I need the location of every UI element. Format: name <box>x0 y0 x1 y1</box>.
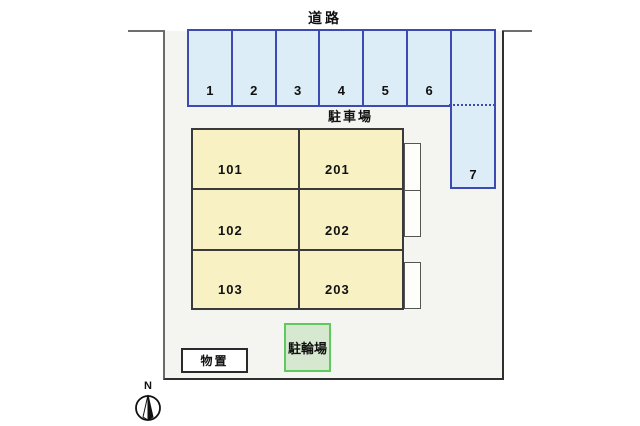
balcony-lower <box>404 262 421 309</box>
parking-space-label: 1 <box>206 83 214 98</box>
building-column-divider <box>298 130 300 308</box>
parking-space-3: 3 <box>277 31 321 105</box>
unit-label: 103 <box>218 282 243 297</box>
unit-203: 203 <box>300 251 402 308</box>
parking-space-label: 6 <box>425 83 433 98</box>
parking-space-label: 3 <box>293 83 302 98</box>
parking-space-7: 7 <box>450 29 496 189</box>
building-outline: 101 201 102 202 103 203 <box>191 128 404 310</box>
unit-102: 102 <box>193 190 298 249</box>
unit-label: 102 <box>218 223 243 238</box>
compass-needle-right <box>147 394 154 421</box>
unit-label: 202 <box>325 223 350 238</box>
parking-space-2: 2 <box>233 31 277 105</box>
compass-needle-left <box>142 394 149 421</box>
unit-101: 101 <box>193 130 298 188</box>
parking-space-label: 2 <box>250 83 258 98</box>
unit-label: 101 <box>218 162 243 177</box>
parking-space-label: 4 <box>337 83 346 98</box>
bicycle-parking: 駐輪場 <box>284 323 331 372</box>
parking-space-5: 5 <box>364 31 409 105</box>
parking-space-label: 7 <box>469 167 477 182</box>
unit-label: 203 <box>325 282 350 297</box>
north-compass-icon: N <box>135 380 161 421</box>
road-edge-line <box>128 30 165 32</box>
balcony-upper <box>404 143 421 237</box>
parking-row: 1 2 3 4 5 6 <box>187 29 450 107</box>
bicycle-parking-label: 駐輪場 <box>287 341 327 356</box>
building-row-divider <box>193 249 402 251</box>
unit-202: 202 <box>300 190 402 249</box>
unit-label: 201 <box>325 162 350 177</box>
north-label: N <box>144 380 152 392</box>
unit-201: 201 <box>300 130 402 188</box>
parking-space-1: 1 <box>189 31 233 105</box>
parking-space-label: 5 <box>381 83 389 98</box>
road-label: 道路 <box>308 10 342 26</box>
parking-space-6: 6 <box>408 31 450 105</box>
storage-shed: 物置 <box>181 348 248 373</box>
balcony-divider <box>405 190 420 191</box>
building-row-divider <box>193 188 402 190</box>
parking-space-4: 4 <box>320 31 365 105</box>
road-edge-line <box>502 30 532 32</box>
parking-lot-label: 駐車場 <box>328 109 374 124</box>
storage-label: 物置 <box>200 354 229 368</box>
unit-103: 103 <box>193 251 298 308</box>
parking-dotted-line <box>449 104 495 106</box>
